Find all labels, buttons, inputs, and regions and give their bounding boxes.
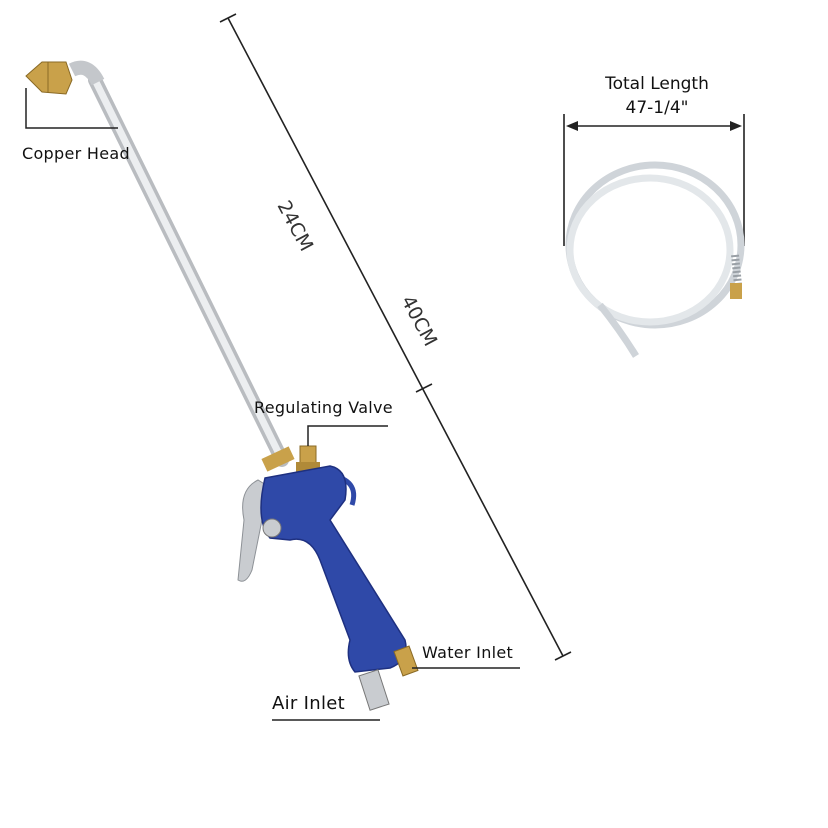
copper-head-label: Copper Head [22,144,130,163]
air-inlet-label: Air Inlet [272,693,345,714]
trigger-pivot [262,518,282,538]
tube [68,60,289,467]
regulating-valve-label: Regulating Valve [254,398,393,417]
copper-head-callout [25,88,118,129]
hose-fitting-icon [730,283,742,299]
hose-icon [565,161,745,358]
brass-collar [261,446,295,472]
water-inlet-label: Water Inlet [422,643,514,662]
air-inlet-icon [358,669,390,711]
gun-body [260,465,407,673]
regulating-valve-callout [307,425,388,446]
dimension-line [219,13,572,661]
hose-length: 47-1/4" [625,98,689,118]
hose-title: Total Length [605,74,709,94]
copper-head-icon [25,61,73,95]
hose-dimension-line [563,114,745,246]
water-inlet-icon [393,645,419,677]
